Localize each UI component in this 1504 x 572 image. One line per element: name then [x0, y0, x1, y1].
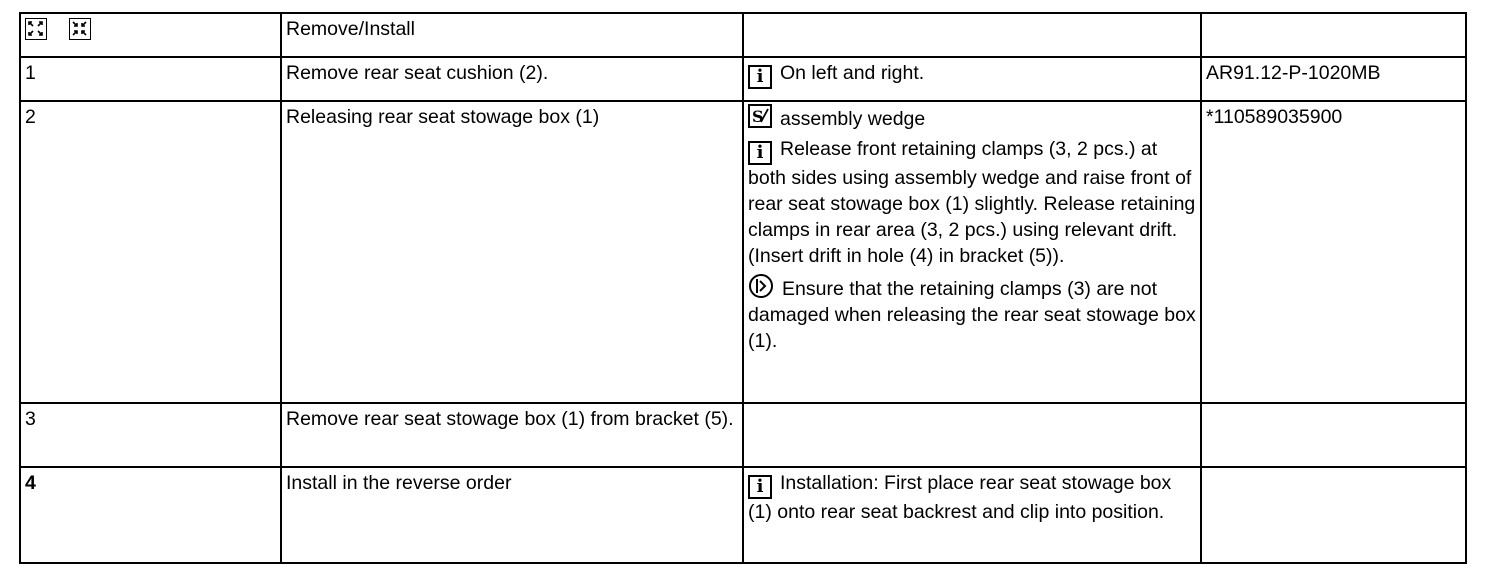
step-action: Install in the reverse order	[280, 466, 744, 564]
note-text: Release front retaining clamps (3, 2 pcs…	[748, 138, 1196, 267]
info-icon: i	[748, 65, 772, 89]
step-reference	[1200, 466, 1467, 564]
header-notes-cell	[742, 12, 1202, 58]
table-row: 3 Remove rear seat stowage box (1) from …	[19, 402, 1467, 468]
step-number: 2	[19, 100, 282, 404]
table-row: 1 Remove rear seat cushion (2). i On left…	[19, 56, 1467, 102]
step-number: 4	[19, 466, 282, 564]
header-title: Remove/Install	[280, 12, 744, 58]
table-row: 2 Releasing rear seat stowage box (1) S …	[19, 100, 1467, 404]
step-number: 3	[19, 402, 282, 468]
header-reference-cell	[1200, 12, 1467, 58]
svg-text:S: S	[752, 107, 764, 125]
expand-icon[interactable]	[25, 18, 47, 40]
note-text: On left and right.	[780, 62, 925, 84]
note: Ensure that the retaining clamps (3) are…	[748, 273, 1197, 354]
procedure-table: Remove/Install 1 Remove rear seat cushio…	[19, 12, 1467, 564]
note: i On left and right.	[748, 60, 1197, 89]
note-text: Installation: First place rear seat stow…	[748, 472, 1172, 523]
caution-icon	[749, 274, 773, 298]
collapse-icon[interactable]	[69, 18, 91, 40]
step-action: Remove rear seat cushion (2).	[280, 56, 744, 102]
step-reference[interactable]: AR91.12-P-1020MB	[1200, 56, 1467, 102]
note-text: assembly wedge	[780, 108, 926, 130]
step-notes: i On left and right.	[742, 56, 1202, 102]
step-action: Releasing rear seat stowage box (1)	[280, 100, 744, 404]
special-tool-icon: S	[748, 104, 772, 128]
header-row: Remove/Install	[19, 12, 1467, 58]
note-text: Ensure that the retaining clamps (3) are…	[748, 278, 1196, 352]
header-icons-cell	[19, 12, 282, 58]
step-notes	[742, 402, 1202, 468]
step-number: 1	[19, 56, 282, 102]
step-reference	[1200, 402, 1467, 468]
info-icon: i	[748, 141, 772, 165]
info-icon: i	[748, 475, 772, 499]
step-action: Remove rear seat stowage box (1) from br…	[280, 402, 744, 468]
step-reference[interactable]: *110589035900	[1200, 100, 1467, 404]
note: S assembly wedge	[748, 104, 1197, 132]
